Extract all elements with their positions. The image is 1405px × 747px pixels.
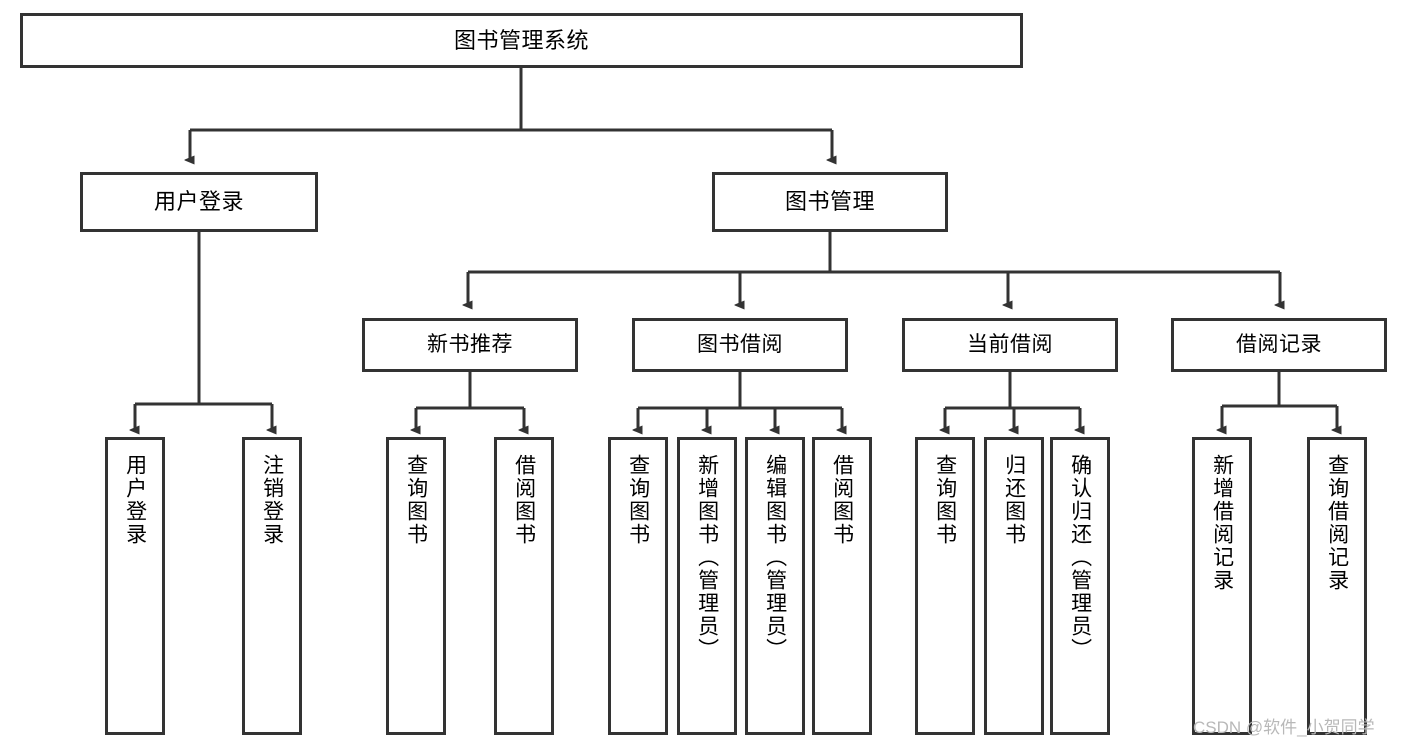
node-leaf-query-record[interactable]: 查询借阅记录 bbox=[1307, 437, 1367, 735]
node-label: 新增图书（管理员） bbox=[695, 454, 719, 661]
node-label: 编辑图书（管理员） bbox=[763, 454, 787, 661]
node-book-management[interactable]: 图书管理 bbox=[712, 172, 948, 232]
node-label: 确认归还（管理员） bbox=[1068, 454, 1092, 661]
node-label: 当前借阅 bbox=[967, 332, 1053, 356]
watermark-csdn: CSDN @软件_小贺同学 bbox=[1193, 718, 1375, 737]
node-label: 借阅图书 bbox=[830, 454, 854, 546]
node-user-login[interactable]: 用户登录 bbox=[80, 172, 318, 232]
node-leaf-borrow-book-1[interactable]: 借阅图书 bbox=[494, 437, 554, 735]
node-label: 用户登录 bbox=[123, 454, 147, 546]
node-label: 注销登录 bbox=[260, 454, 284, 546]
node-leaf-borrow-book-2[interactable]: 借阅图书 bbox=[812, 437, 872, 735]
node-borrow-record[interactable]: 借阅记录 bbox=[1171, 318, 1387, 372]
node-current-borrow[interactable]: 当前借阅 bbox=[902, 318, 1118, 372]
node-leaf-confirm-return[interactable]: 确认归还（管理员） bbox=[1050, 437, 1110, 735]
node-book-borrow[interactable]: 图书借阅 bbox=[632, 318, 848, 372]
node-label: 新增借阅记录 bbox=[1210, 454, 1234, 592]
node-label: 图书管理系统 bbox=[453, 27, 589, 53]
node-label: 图书借阅 bbox=[697, 332, 783, 356]
node-leaf-user-login[interactable]: 用户登录 bbox=[105, 437, 165, 735]
node-leaf-query-book-2[interactable]: 查询图书 bbox=[608, 437, 668, 735]
node-root-book-management-system[interactable]: 图书管理系统 bbox=[20, 13, 1023, 68]
node-leaf-query-book-1[interactable]: 查询图书 bbox=[386, 437, 446, 735]
node-label: 查询图书 bbox=[404, 454, 428, 546]
node-label: 图书管理 bbox=[784, 189, 875, 215]
node-new-book-recommend[interactable]: 新书推荐 bbox=[362, 318, 578, 372]
node-label: 查询图书 bbox=[933, 454, 957, 546]
node-leaf-edit-book[interactable]: 编辑图书（管理员） bbox=[745, 437, 805, 735]
node-leaf-add-book[interactable]: 新增图书（管理员） bbox=[677, 437, 737, 735]
node-leaf-logout-login[interactable]: 注销登录 bbox=[242, 437, 302, 735]
node-leaf-return-book[interactable]: 归还图书 bbox=[984, 437, 1044, 735]
node-leaf-add-record[interactable]: 新增借阅记录 bbox=[1192, 437, 1252, 735]
node-label: 借阅记录 bbox=[1236, 332, 1322, 356]
node-label: 新书推荐 bbox=[427, 332, 513, 356]
node-leaf-query-book-3[interactable]: 查询图书 bbox=[915, 437, 975, 735]
node-label: 用户登录 bbox=[153, 189, 244, 215]
node-label: 归还图书 bbox=[1002, 454, 1026, 546]
node-label: 查询借阅记录 bbox=[1325, 454, 1349, 592]
node-label: 查询图书 bbox=[626, 454, 650, 546]
node-label: 借阅图书 bbox=[512, 454, 536, 546]
